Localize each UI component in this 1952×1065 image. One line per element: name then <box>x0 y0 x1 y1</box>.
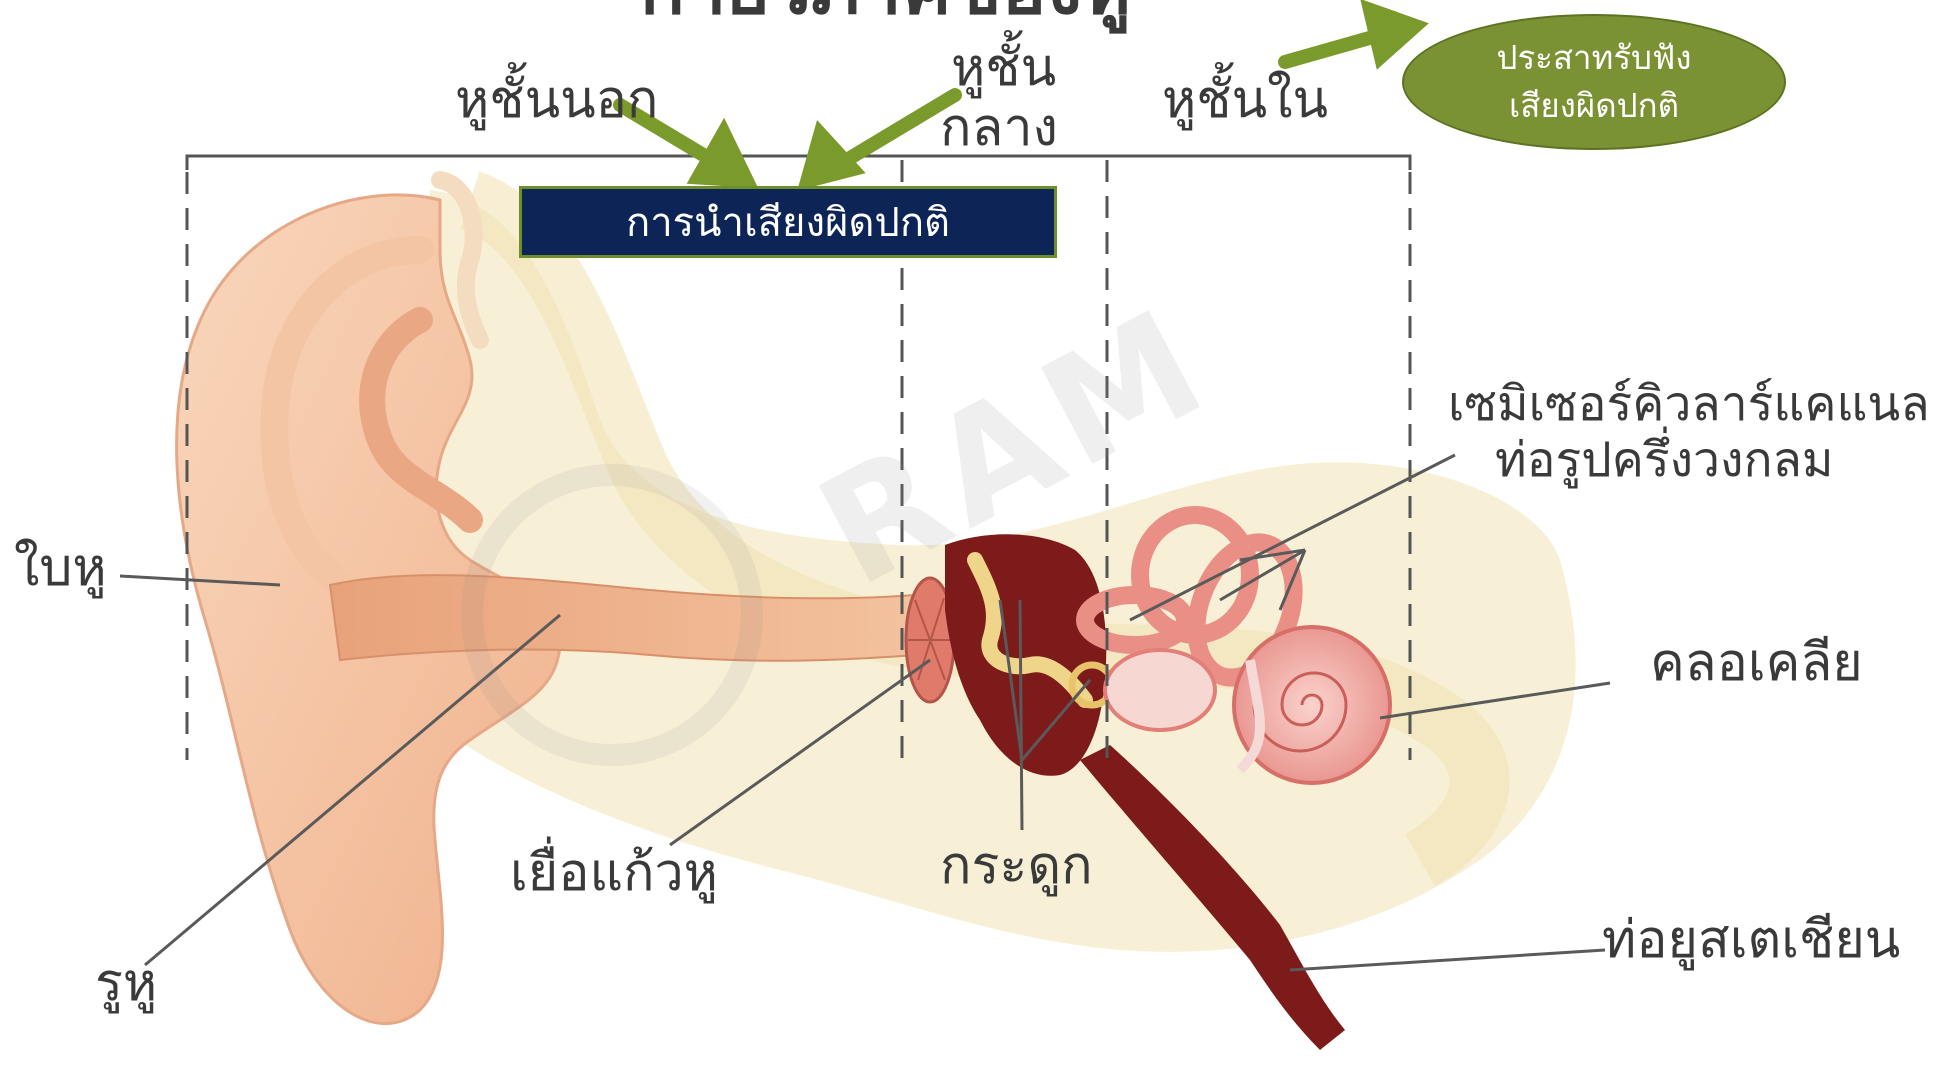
region-label-middle-ear-line1: หูชั้น <box>951 40 1056 97</box>
sensorineural-hearing-loss-ellipse: ประสาทรับฟัง เสียงผิดปกติ <box>1402 14 1786 150</box>
region-label-inner-ear: หูชั้นใน <box>1162 72 1328 129</box>
sensorineural-label-line2: เสียงผิดปกติ <box>1509 82 1679 130</box>
label-cochlea: คลอเคลีย <box>1650 635 1863 692</box>
arrow-inner-to-ellipse <box>1285 2 1425 66</box>
conductive-hearing-loss-label: การนำเสียงผิดปกติ <box>626 190 950 254</box>
label-eardrum: เยื่อแก้วหู <box>510 845 718 902</box>
region-label-outer-ear: หูชั้นนอก <box>455 72 658 129</box>
label-pinna: ใบหู <box>14 540 107 597</box>
label-semicircular-canal-line1: เซมิเซอร์คิวลาร์แคแนล <box>1448 378 1930 431</box>
label-semicircular-canal-line2: ท่อรูปครึ่งวงกลม <box>1495 434 1834 487</box>
conductive-hearing-loss-box: การนำเสียงผิดปกติ <box>519 186 1057 258</box>
label-eustachian-tube: ท่อยูสเตเชียน <box>1602 912 1900 969</box>
sensorineural-label-line1: ประสาทรับฟัง <box>1497 34 1692 82</box>
region-bracket <box>187 156 1410 170</box>
label-ossicles: กระดูก <box>940 838 1093 895</box>
label-ear-canal: รูหู <box>95 955 157 1012</box>
page-title: กายวิภาคของหู <box>640 0 1131 29</box>
region-label-middle-ear-line2: กลาง <box>940 100 1058 157</box>
arrow-middle-to-box <box>800 95 955 188</box>
